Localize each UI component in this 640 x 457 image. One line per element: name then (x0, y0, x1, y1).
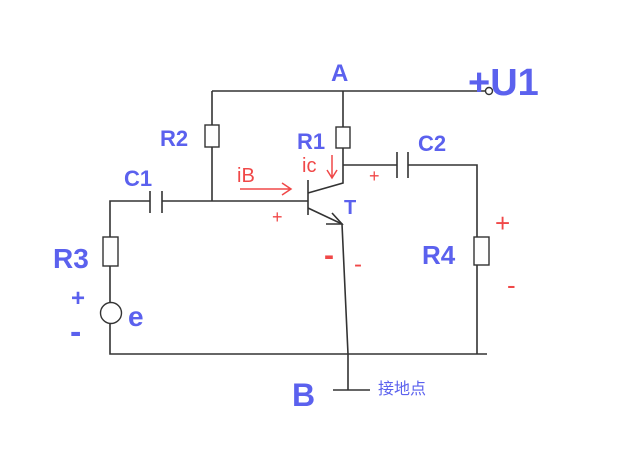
source-plus-label: + (71, 285, 85, 312)
emitter-minus-2: - (354, 251, 362, 278)
resistor-r2 (204, 124, 220, 148)
r1-wire (307, 91, 344, 194)
source-minus-label: - (70, 313, 81, 351)
resistor-r1 (335, 126, 351, 149)
red-arrows (240, 155, 338, 196)
r2-label: R2 (160, 126, 188, 151)
r4-minus: - (507, 270, 516, 300)
annotations: iB ic + + - - + - (237, 155, 516, 300)
ib-arrow-icon (240, 182, 293, 196)
voltage-source (99, 301, 123, 325)
transistor-label: T (344, 197, 356, 219)
component-labels: A +U1 R2 R1 C2 C1 T R3 R4 e + - B 接地点 (53, 60, 539, 413)
source-label: e (128, 301, 144, 332)
c2-plates (396, 152, 409, 178)
node-a-label: A (331, 60, 348, 87)
emitter-arrow-icon (326, 212, 344, 225)
resistor-r4 (473, 236, 490, 266)
ib-label: iB (237, 165, 255, 187)
ic-arrow-icon (326, 155, 338, 180)
resistor-r3 (102, 236, 119, 267)
emitter-minus-1: - (324, 239, 334, 272)
ground-label: 接地点 (378, 379, 426, 398)
supply-terminal (484, 86, 494, 96)
c2-label: C2 (418, 131, 446, 156)
c1-plates (149, 191, 163, 213)
r4-label: R4 (422, 240, 456, 270)
supply-label: +U1 (468, 62, 539, 104)
collector-to-c2 (343, 164, 478, 354)
r3-label: R3 (53, 243, 89, 274)
node-b-label: B (292, 377, 315, 413)
base-plus: + (272, 207, 283, 227)
emitter-wire (307, 207, 349, 390)
wires (99, 86, 494, 391)
c1-label: C1 (124, 166, 152, 191)
r1-label: R1 (297, 129, 325, 154)
c2-plus: + (369, 166, 380, 186)
r4-plus: + (495, 208, 510, 238)
ic-label: ic (302, 155, 316, 177)
source-loop (109, 200, 487, 355)
